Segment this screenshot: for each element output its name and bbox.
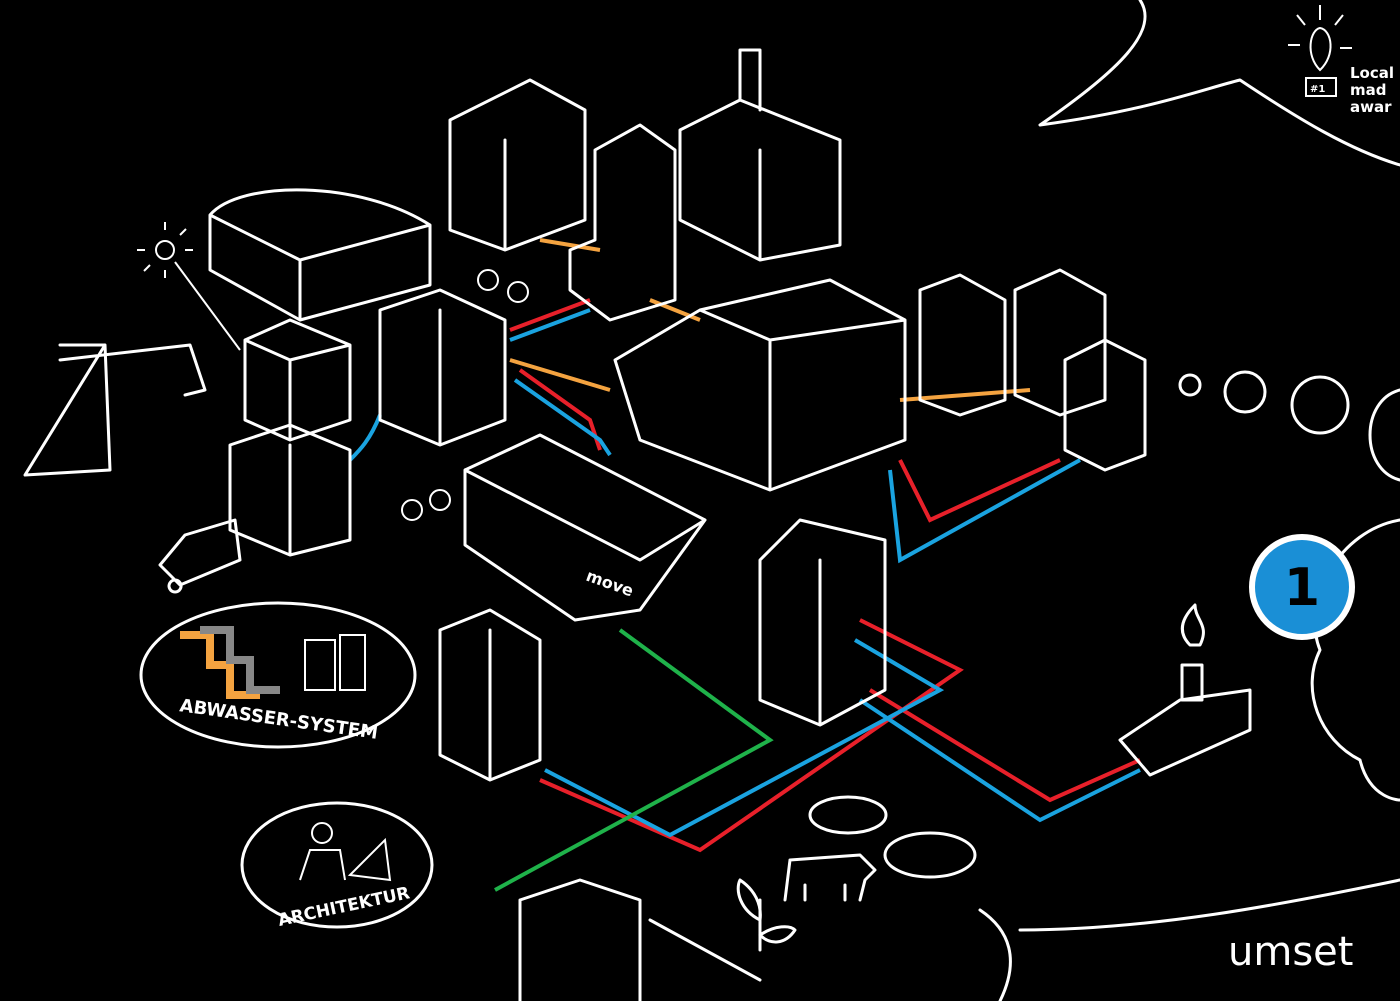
flame-icon (1180, 603, 1205, 647)
bottom-right-text: umset (1228, 929, 1353, 975)
award-line-3: awar (1350, 98, 1392, 116)
thought-bubble-small (1178, 373, 1202, 397)
step-number: 1 (1284, 558, 1320, 618)
lightbulb-location-icon (1288, 5, 1352, 97)
architecture-badge (240, 801, 434, 929)
bicycle-icon (401, 269, 529, 521)
truck-icon (158, 518, 242, 594)
buildings (208, 48, 1252, 1001)
cow-icon (783, 853, 877, 902)
sun-icon (137, 222, 241, 351)
award-line-2: mad (1350, 81, 1387, 99)
vehicle-label: move (584, 566, 637, 601)
speech-bubble-top (1038, 0, 1400, 167)
thought-bubble-medium (1223, 370, 1267, 414)
leaf-icon (736, 878, 797, 952)
thought-bubble-large (1290, 375, 1350, 435)
architecture-label: ARCHITEKTUR (276, 883, 411, 930)
step-badge (1249, 534, 1355, 640)
award-line-1: Local (1350, 64, 1394, 82)
wastewater-badge (139, 601, 417, 749)
award-badge-text: #1 (1310, 84, 1325, 95)
speech-bubble-bottom (978, 878, 1400, 1001)
heat-pipes (348, 238, 1141, 892)
crane-icon (23, 343, 207, 477)
